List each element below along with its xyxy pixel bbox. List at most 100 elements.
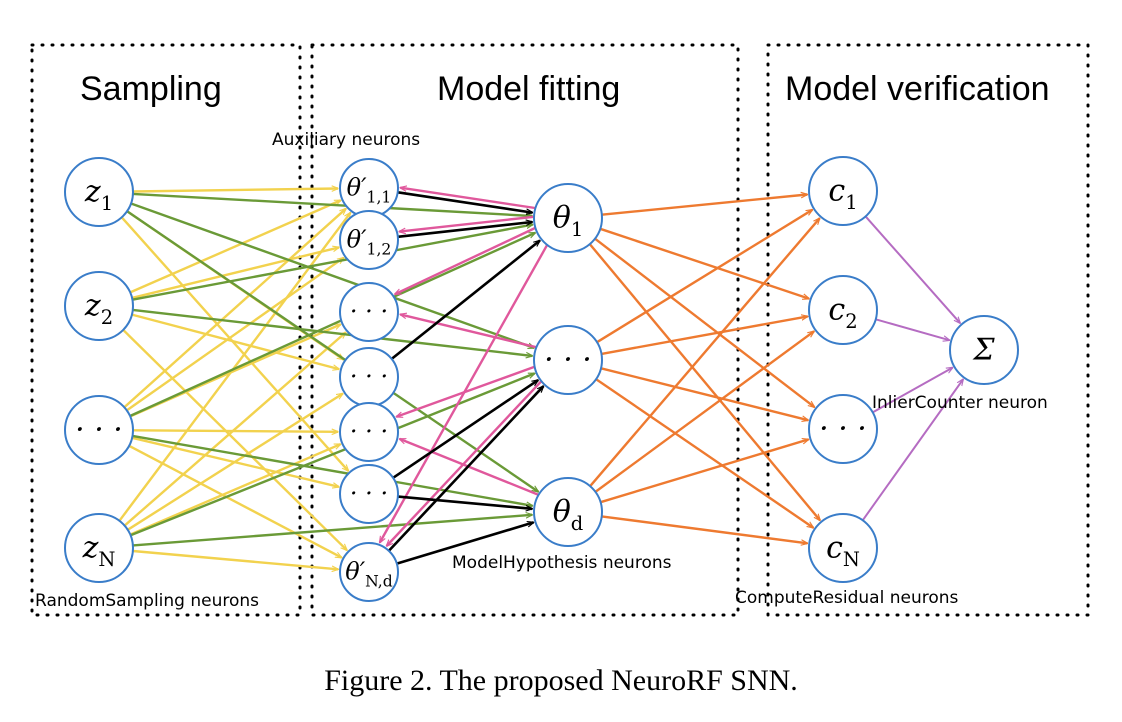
edge-z1-to-tdots [130,202,534,350]
neuron-label: θ′1,2 [347,226,392,259]
edge-z2-to-a11 [129,199,340,294]
neuron-c1: c1 [808,156,878,226]
edge-cN-to-sigma [861,379,963,521]
edge-zdots-to-a12 [126,258,344,412]
neuron-label: c2 [828,293,857,333]
edge-zN-to-a11 [118,213,350,522]
edge-z2-to-aNd [122,329,347,550]
neuron-subscript: 1 [845,191,857,214]
edge-zdots-to-td [132,434,533,506]
neuron-label: · · · [819,412,867,447]
edge-t1-to-a12 [399,215,534,232]
neuron-tdots: · · · [533,325,603,395]
edge-zN-to-td [132,515,532,547]
edge-zN-to-aNd [132,549,338,569]
neuron-label: θd [553,495,584,535]
neuron-subscript: 1 [101,192,113,215]
edge-z2-to-a12 [131,247,339,300]
neuron-label: · · · [350,363,388,391]
edge-zdots-to-aNd [128,444,342,559]
neuron-symbol: θ [553,201,571,236]
neuron-symbol: c [826,531,843,566]
edge-zN-to-a3 [123,332,346,527]
edge-a11-to-t1 [397,191,533,212]
edge-a4-to-t1 [390,241,540,360]
edge-t1-to-cN [588,243,820,520]
neuron-symbol: Σ [972,333,995,368]
edge-z2-to-tdots [132,308,532,356]
neuron-a3: · · · [339,282,399,342]
neuron-circle [64,513,134,583]
neuron-subscript: N [98,548,115,571]
neuron-symbol: θ [553,495,571,530]
neuron-circle [64,395,134,465]
edge-aNd-to-tdots [387,386,544,552]
edge-c2-to-sigma [875,318,950,340]
neuron-a4: · · · [339,347,399,407]
neuron-circle [533,325,603,395]
edge-z2-to-a4 [131,313,339,370]
neuron-subscript: N,d [365,572,393,590]
neuron-a6: · · · [339,464,399,524]
neuron-symbol: · · · [350,363,388,391]
neuron-symbol: z [82,531,99,566]
edge-zN-to-a5 [129,443,340,536]
neuron-circle [533,183,603,253]
edge-t1-to-c2 [599,227,809,299]
neuron-aNd: θ′N,d [339,542,399,602]
neuron-label: · · · [350,418,388,446]
neuron-circle [808,275,878,345]
neuron-z1: z1 [64,157,134,227]
auxiliary-neurons-label: Auxiliary neurons [272,130,420,150]
neuron-circle [339,282,399,342]
neuron-label: · · · [544,343,592,378]
neuron-label: θ′1,1 [347,174,392,207]
edge-z2-to-t1 [132,225,532,301]
compute-residual-neurons-label: ComputeResidual neurons [735,588,959,608]
neuron-circle [64,271,134,341]
random-sampling-neurons-label: RandomSampling neurons [35,591,259,611]
edge-z1-to-td [126,210,538,492]
neuron-symbol: c [828,174,845,209]
neuron-subscript: 1 [571,218,583,241]
neuron-label: · · · [350,298,388,326]
neuron-circle [808,513,878,583]
neuron-symbol: θ′ [347,174,367,202]
edge-tdots-to-a5 [396,365,535,418]
neuron-circle [339,464,399,524]
section-title-model-fitting: Model fitting [437,70,620,108]
neuron-label: cN [826,531,860,571]
edge-t1-to-cdots [594,237,814,407]
section-title-model-verification: Model verification [785,70,1050,108]
neuron-symbol: c [828,293,845,328]
neuron-symbol: · · · [75,413,123,448]
neuron-symbol: · · · [350,418,388,446]
neuron-subscript: 1,2 [367,240,392,258]
neuron-circle [339,210,399,270]
neuron-cN: cN [808,513,878,583]
neuron-subscript: d [571,512,583,535]
edge-td-to-c1 [589,218,820,487]
neuron-label: z2 [84,289,113,329]
neuron-subscript: 2 [845,310,857,333]
neuron-circle [339,402,399,462]
edge-t1-to-c1 [601,195,807,216]
model-verification-box [766,43,1090,617]
neuron-symbol: θ′ [347,226,367,254]
edge-tdots-to-cdots [600,367,808,420]
edge-zN-to-a4 [127,394,343,531]
edge-tdots-to-a3 [400,314,537,349]
neuron-label: θ′N,d [345,558,393,591]
edge-zN-to-tdots [130,372,535,537]
section-title-sampling: Sampling [80,70,222,108]
neuron-symbol: · · · [350,298,388,326]
neuron-circle [64,157,134,227]
edge-t1-to-aNd [380,244,549,542]
inlier-counter-neuron-label: InlierCounter neuron [872,393,1048,413]
neuron-symbol: z [84,289,101,324]
edge-c1-to-sigma [864,215,961,323]
neuron-circle [808,156,878,226]
neuron-circle [808,394,878,464]
